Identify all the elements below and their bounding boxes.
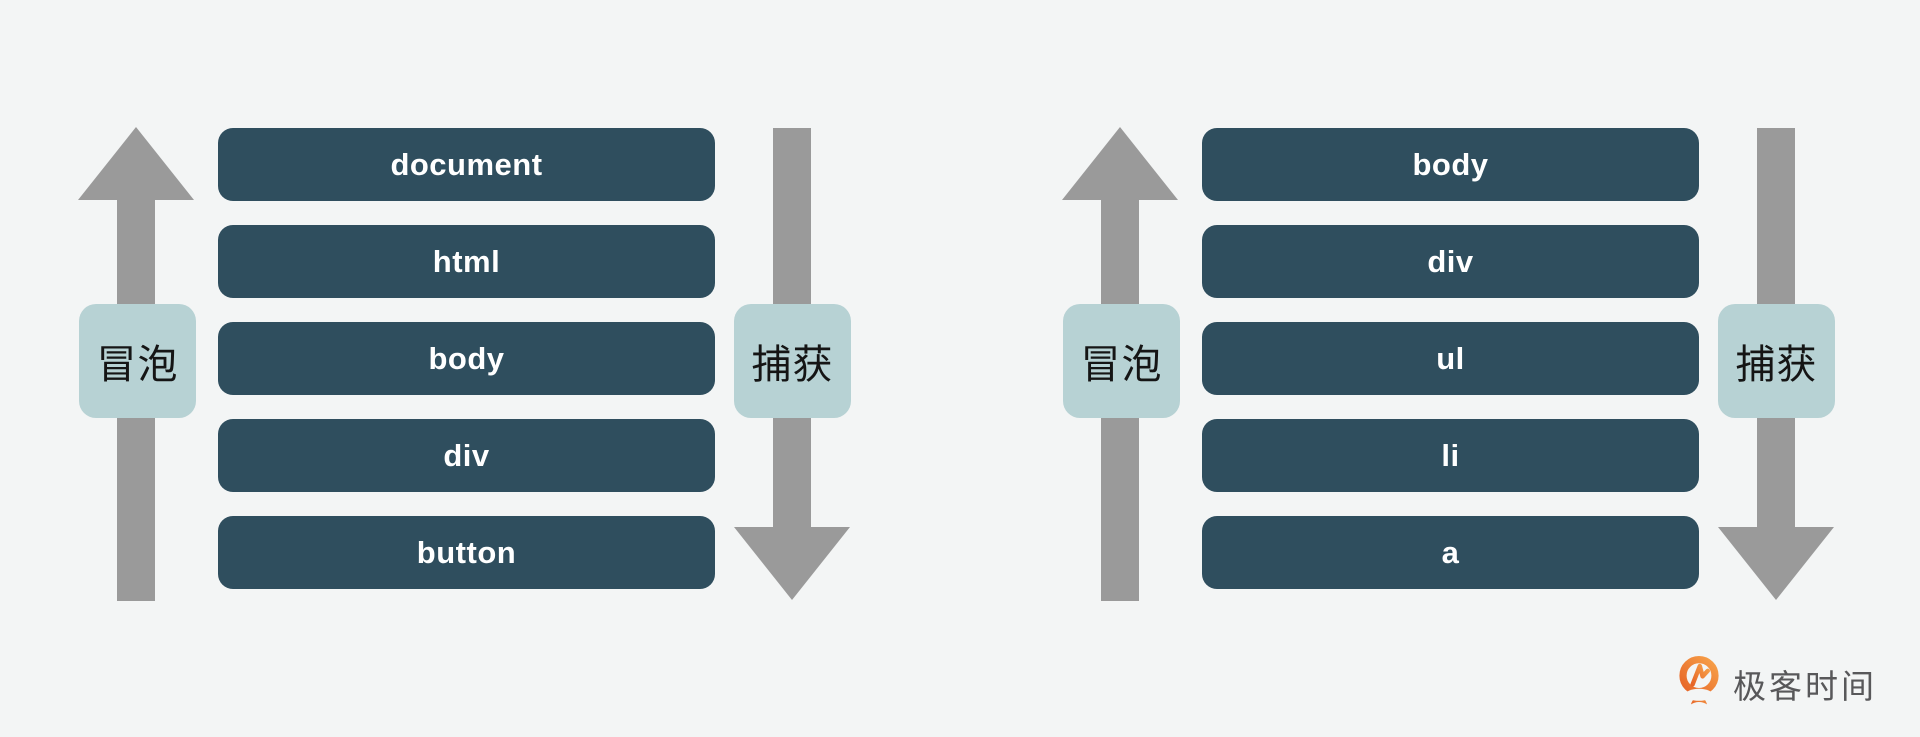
bubble-up-arrow-shaft (1101, 200, 1139, 601)
dom-node-div: div (1202, 225, 1699, 298)
dom-node-html: html (218, 225, 715, 298)
dom-node-body: body (218, 322, 715, 395)
capture-down-arrow-shaft (1757, 128, 1795, 527)
geektime-logo-text: 极客时间 (1733, 668, 1877, 705)
capture-down-arrow-head (734, 527, 850, 600)
dom-node-body: body (1202, 128, 1699, 201)
bubble-up-arrow-head (78, 127, 194, 200)
dom-node-button: button (218, 516, 715, 589)
dom-node-li: li (1202, 419, 1699, 492)
capture-down-arrow-shaft (773, 128, 811, 527)
geektime-logo: 极客时间 (1679, 655, 1877, 714)
bubble-up-arrow-shaft (117, 200, 155, 601)
bubble-phase-label: 冒泡 (1063, 304, 1180, 418)
geektime-logo-icon (1679, 655, 1719, 714)
bubble-up-arrow-head (1062, 127, 1178, 200)
dom-node-stack: body div ul li a (1202, 128, 1699, 589)
dom-node-document: document (218, 128, 715, 201)
capture-down-arrow-head (1718, 527, 1834, 600)
capture-phase-label: 捕获 (1718, 304, 1835, 418)
dom-node-stack: document html body div button (218, 128, 715, 589)
dom-node-a: a (1202, 516, 1699, 589)
dom-node-ul: ul (1202, 322, 1699, 395)
dom-node-div: div (218, 419, 715, 492)
bubble-phase-label: 冒泡 (79, 304, 196, 418)
capture-phase-label: 捕获 (734, 304, 851, 418)
